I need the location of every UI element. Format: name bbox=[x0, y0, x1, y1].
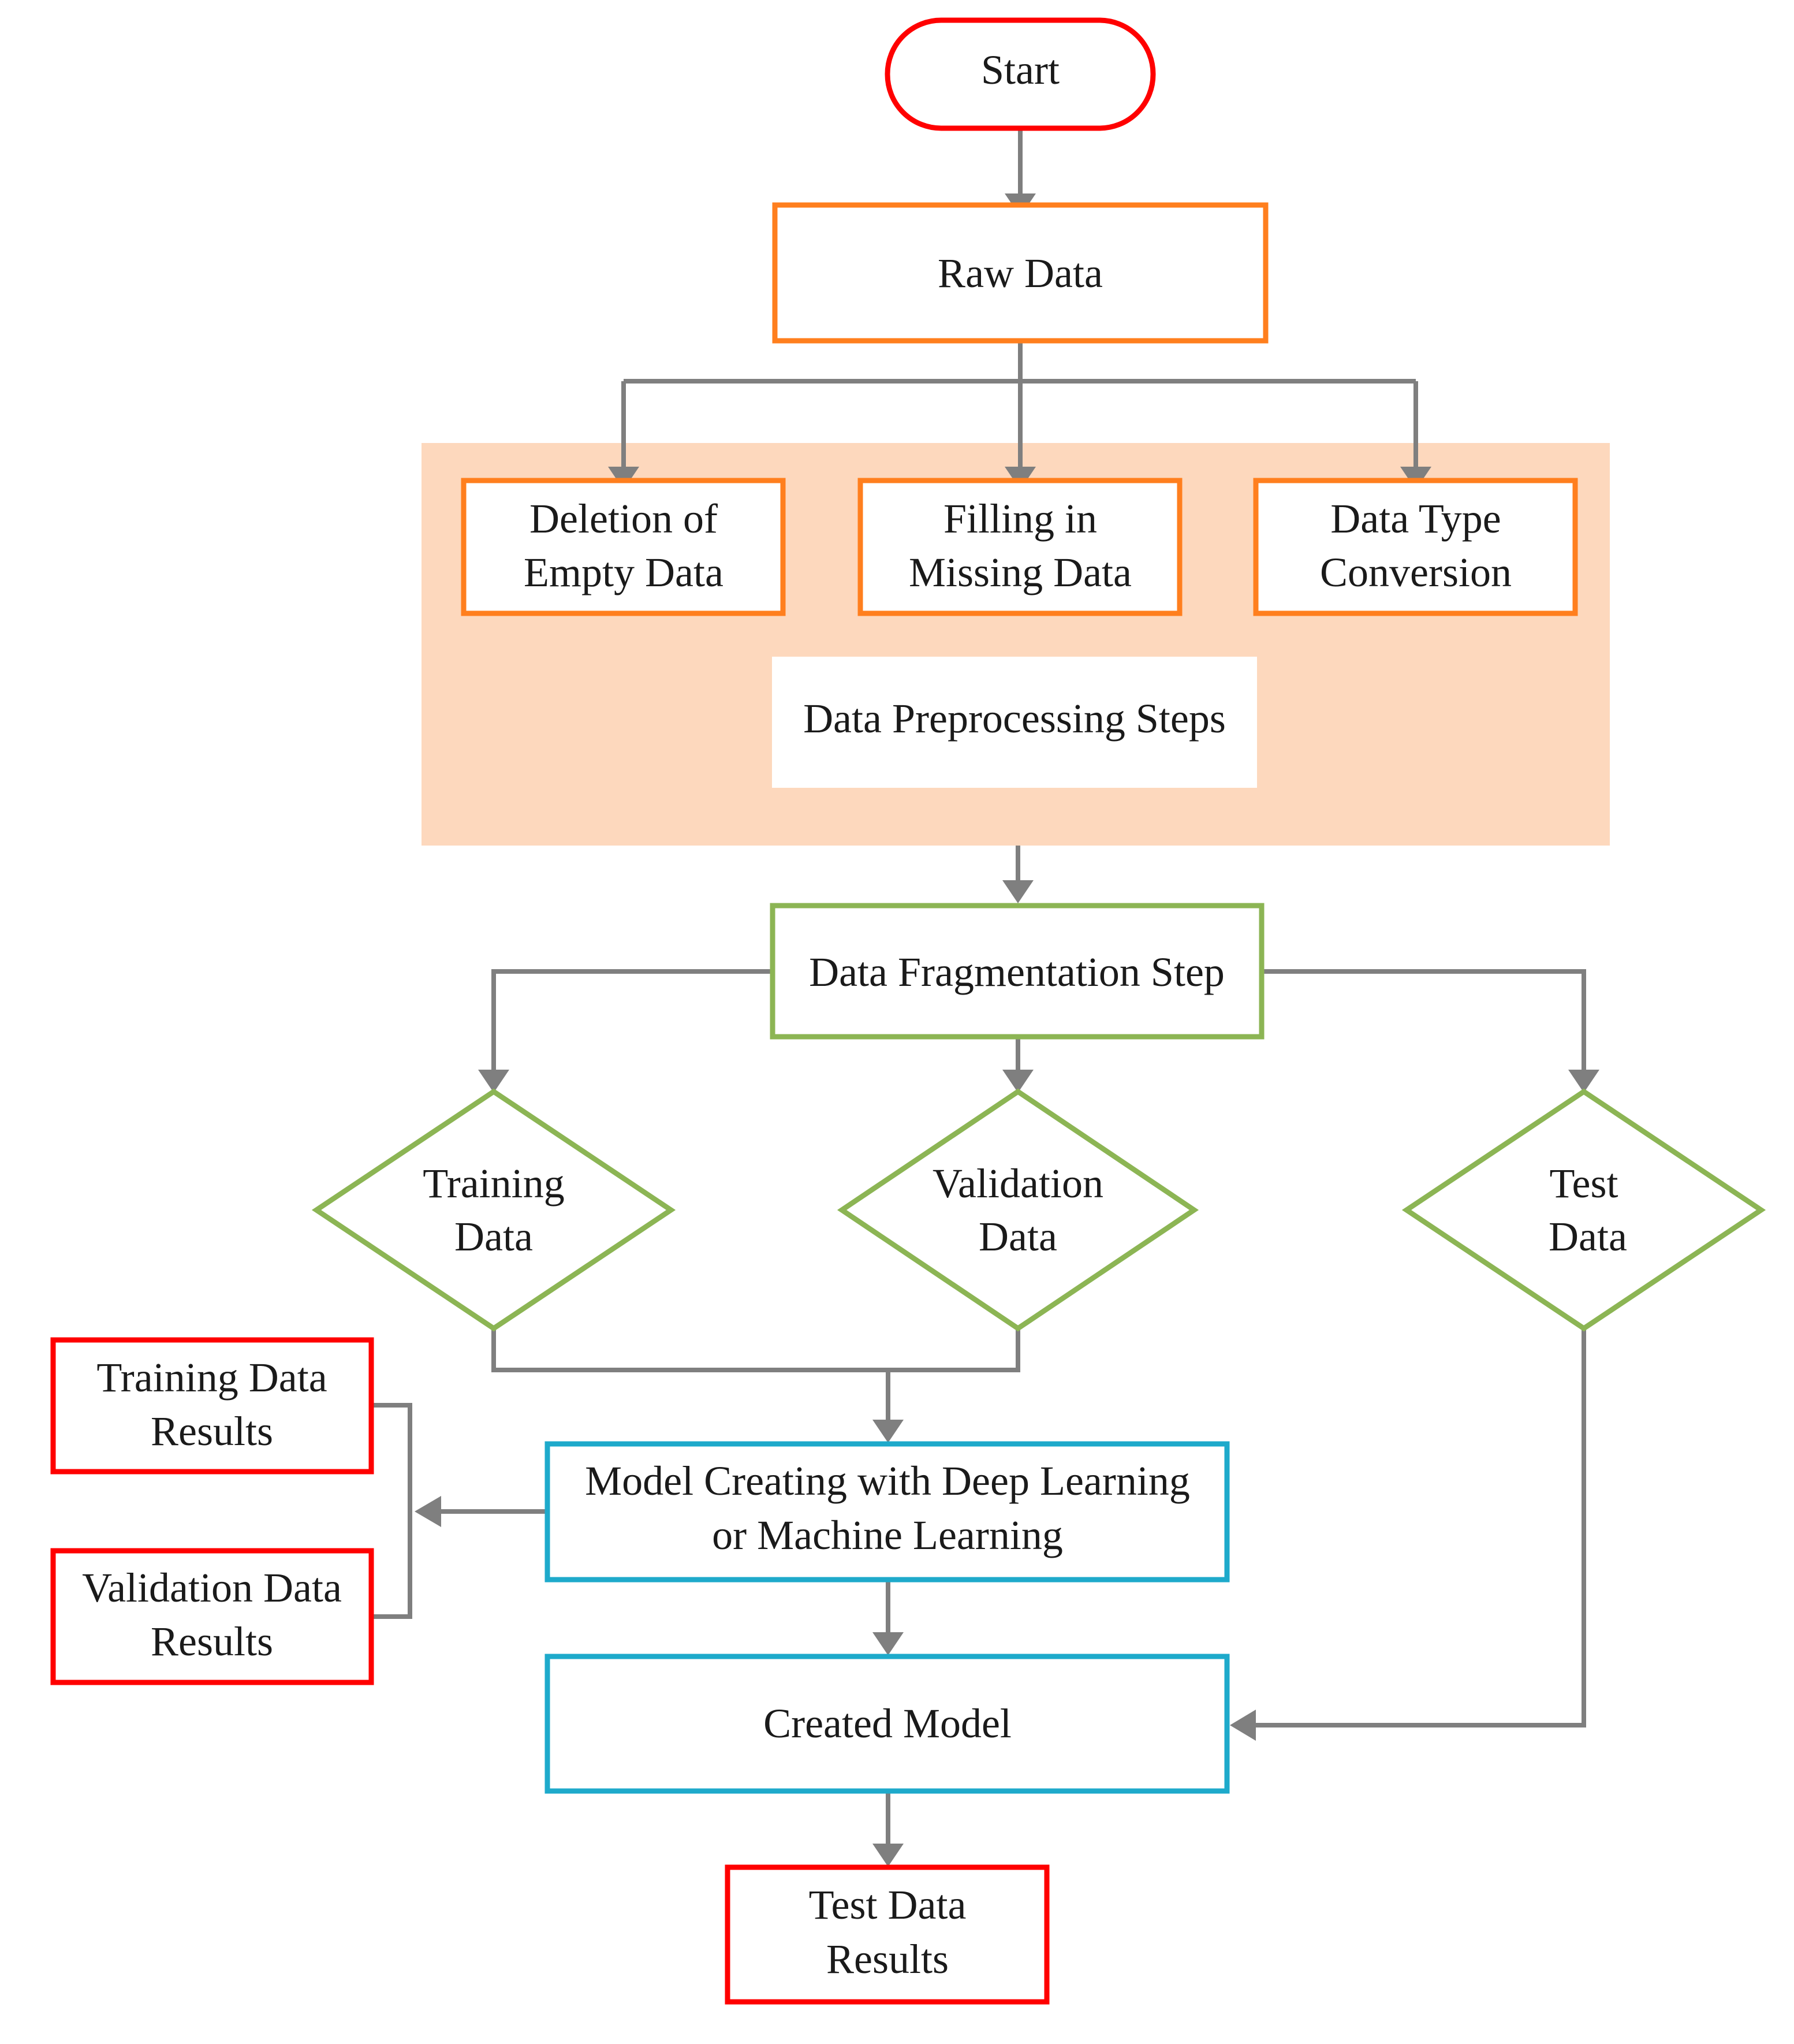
filling-label-line1: Filling in bbox=[943, 496, 1097, 542]
validation-label-line1: Validation bbox=[933, 1160, 1103, 1207]
arrowhead bbox=[1230, 1710, 1256, 1741]
arrowhead bbox=[872, 1420, 904, 1443]
test-results-label-line2: Results bbox=[826, 1936, 949, 1982]
created-model-label: Created Model bbox=[763, 1700, 1012, 1747]
deletion-label-line1: Deletion of bbox=[529, 496, 718, 542]
type-conversion-node: Data Type Conversion bbox=[1253, 478, 1578, 616]
arrowhead bbox=[1568, 1070, 1599, 1093]
fragmentation-node: Data Fragmentation Step bbox=[770, 903, 1265, 1040]
arrowhead bbox=[478, 1070, 509, 1093]
arrowhead bbox=[415, 1496, 441, 1527]
type-conversion-label-line1: Data Type bbox=[1330, 496, 1501, 542]
connector-results-bracket bbox=[371, 1403, 412, 1619]
model-creating-node: Model Creating with Deep Learning or Mac… bbox=[544, 1441, 1230, 1583]
raw-data-label: Raw Data bbox=[938, 250, 1103, 296]
validation-results-node: Validation Data Results bbox=[50, 1548, 374, 1685]
type-conversion-label-line2: Conversion bbox=[1320, 549, 1512, 595]
preprocessing-label-box: Data Preprocessing Steps bbox=[772, 657, 1257, 788]
start-node: Start bbox=[885, 17, 1156, 131]
training-label-line2: Data bbox=[454, 1213, 533, 1260]
arrowhead bbox=[1002, 880, 1034, 903]
connector-training-down bbox=[491, 1328, 1020, 1372]
deletion-node: Deletion of Empty Data bbox=[461, 478, 786, 616]
test-results-label-line1: Test Data bbox=[809, 1882, 967, 1928]
test-label-line1: Test bbox=[1550, 1160, 1618, 1207]
model-creating-label-line2: or Machine Learning bbox=[712, 1512, 1063, 1558]
training-label-line1: Training bbox=[423, 1160, 564, 1207]
validation-results-label-line1: Validation Data bbox=[82, 1565, 342, 1611]
connectors bbox=[371, 128, 1586, 1853]
created-model-node: Created Model bbox=[544, 1654, 1230, 1794]
connector-frag-left bbox=[491, 969, 773, 1079]
arrowhead bbox=[872, 1844, 904, 1867]
training-results-label-line1: Training Data bbox=[96, 1354, 327, 1401]
fragmentation-label: Data Fragmentation Step bbox=[809, 949, 1225, 995]
connector-frag-right bbox=[1262, 969, 1586, 1079]
validation-decision: Validation Data bbox=[837, 1088, 1199, 1332]
filling-node: Filling in Missing Data bbox=[857, 478, 1183, 616]
filling-label-line2: Missing Data bbox=[909, 549, 1132, 595]
arrowhead bbox=[1002, 1070, 1034, 1093]
training-results-label-line2: Results bbox=[151, 1408, 273, 1454]
validation-label-line2: Data bbox=[979, 1213, 1057, 1260]
connector-test-to-created bbox=[1241, 1328, 1586, 1727]
training-results-node: Training Data Results bbox=[50, 1337, 374, 1475]
start-label: Start bbox=[981, 47, 1060, 93]
validation-results-label-line2: Results bbox=[151, 1618, 273, 1665]
arrowhead bbox=[872, 1632, 904, 1655]
test-decision: Test Data bbox=[1401, 1088, 1766, 1332]
deletion-label-line2: Empty Data bbox=[524, 549, 723, 595]
preprocessing-label: Data Preprocessing Steps bbox=[803, 695, 1226, 742]
raw-data-node: Raw Data bbox=[772, 202, 1269, 344]
test-results-node: Test Data Results bbox=[725, 1864, 1050, 2005]
test-label-line2: Data bbox=[1549, 1213, 1627, 1260]
model-creating-label-line1: Model Creating with Deep Learning bbox=[585, 1458, 1190, 1504]
training-decision: Training Data bbox=[311, 1088, 676, 1332]
